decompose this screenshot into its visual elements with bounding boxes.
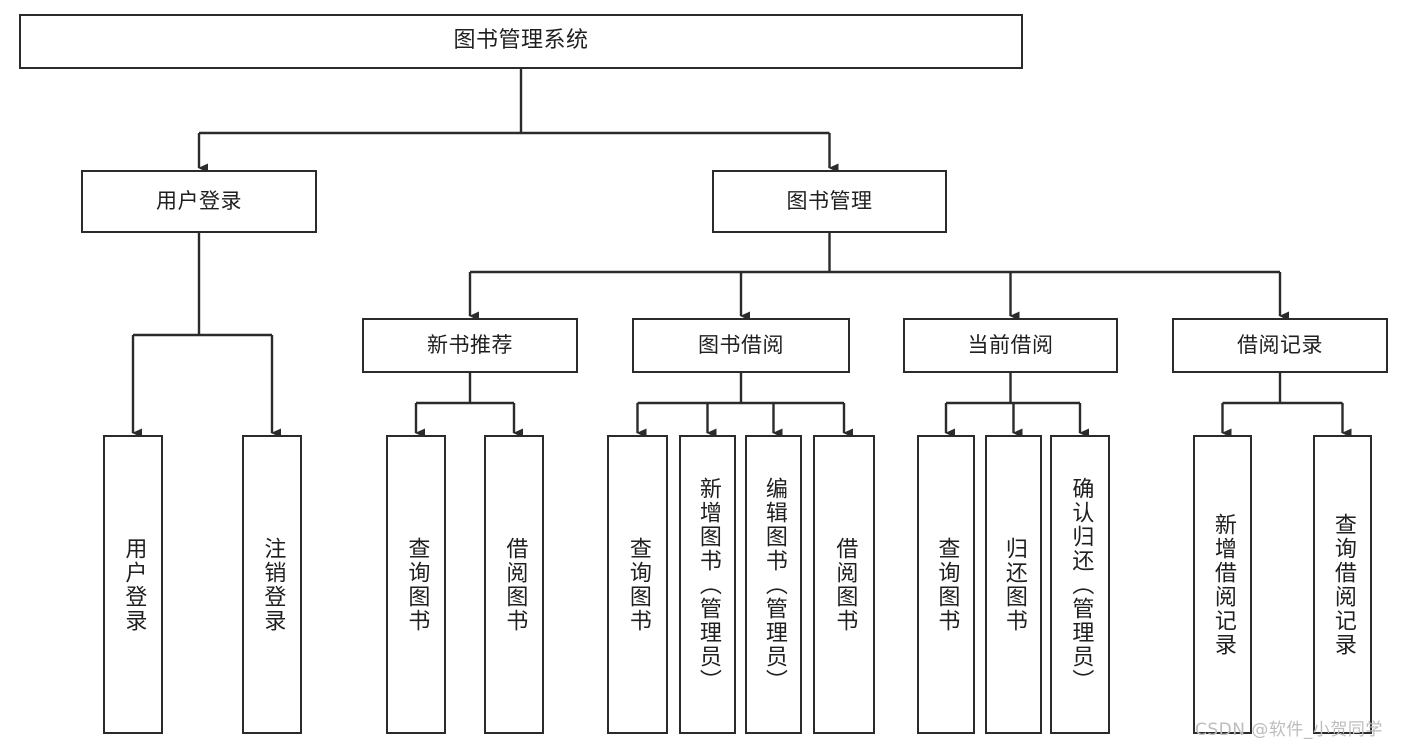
node-label-leaf-confirm-return: 确认归还（管理员）: [1068, 476, 1094, 693]
node-leaf-add-record[interactable]: 新增借阅记录: [1193, 435, 1252, 734]
node-label-book-manage: 图书管理: [786, 188, 873, 213]
edge-layer: [131, 69, 1352, 438]
node-leaf-query-record[interactable]: 查询借阅记录: [1313, 435, 1372, 734]
node-book-borrow[interactable]: 图书借阅: [632, 318, 850, 373]
node-leaf-borrow-book-2[interactable]: 借阅图书: [813, 435, 875, 734]
node-borrow-record[interactable]: 借阅记录: [1172, 318, 1388, 373]
node-label-leaf-edit-book: 编辑图书（管理员）: [761, 476, 787, 693]
node-label-leaf-logout: 注销登录: [260, 536, 286, 633]
node-leaf-return-book[interactable]: 归还图书: [985, 435, 1042, 734]
node-label-book-borrow: 图书借阅: [698, 332, 784, 357]
node-book-manage[interactable]: 图书管理: [712, 170, 947, 233]
node-label-root: 图书管理系统: [453, 28, 589, 54]
watermark-text: CSDN @软件_小贺同学: [1195, 720, 1383, 740]
node-label-leaf-borrow-book-2: 借阅图书: [832, 536, 858, 633]
node-user-login[interactable]: 用户登录: [81, 170, 317, 233]
node-current-borrow[interactable]: 当前借阅: [903, 318, 1118, 373]
node-label-user-login: 用户登录: [156, 188, 242, 213]
node-label-leaf-user-login: 用户登录: [121, 536, 147, 633]
node-leaf-query-book-1[interactable]: 查询图书: [386, 435, 446, 734]
node-label-leaf-query-record: 查询借阅记录: [1330, 512, 1356, 657]
node-leaf-query-book-2[interactable]: 查询图书: [607, 435, 668, 734]
node-label-leaf-return-book: 归还图书: [1001, 536, 1027, 633]
node-label-current-borrow: 当前借阅: [967, 332, 1054, 357]
node-label-leaf-query-book-3: 查询图书: [934, 536, 960, 633]
node-leaf-logout[interactable]: 注销登录: [242, 435, 302, 734]
node-label-leaf-add-book: 新增图书（管理员）: [695, 476, 721, 693]
node-label-leaf-add-record: 新增借阅记录: [1210, 512, 1236, 657]
node-leaf-edit-book[interactable]: 编辑图书（管理员）: [745, 435, 802, 734]
node-leaf-user-login[interactable]: 用户登录: [103, 435, 163, 734]
node-label-borrow-record: 借阅记录: [1237, 332, 1323, 357]
node-new-book-rec[interactable]: 新书推荐: [362, 318, 578, 373]
node-leaf-borrow-book-1[interactable]: 借阅图书: [484, 435, 544, 734]
node-leaf-confirm-return[interactable]: 确认归还（管理员）: [1050, 435, 1110, 734]
node-root[interactable]: 图书管理系统: [19, 14, 1023, 69]
node-label-new-book-rec: 新书推荐: [427, 332, 513, 357]
node-leaf-add-book[interactable]: 新增图书（管理员）: [679, 435, 736, 734]
node-leaf-query-book-3[interactable]: 查询图书: [917, 435, 975, 734]
node-label-leaf-query-book-1: 查询图书: [404, 536, 430, 633]
node-label-leaf-borrow-book-1: 借阅图书: [502, 536, 528, 633]
node-label-leaf-query-book-2: 查询图书: [625, 536, 651, 633]
